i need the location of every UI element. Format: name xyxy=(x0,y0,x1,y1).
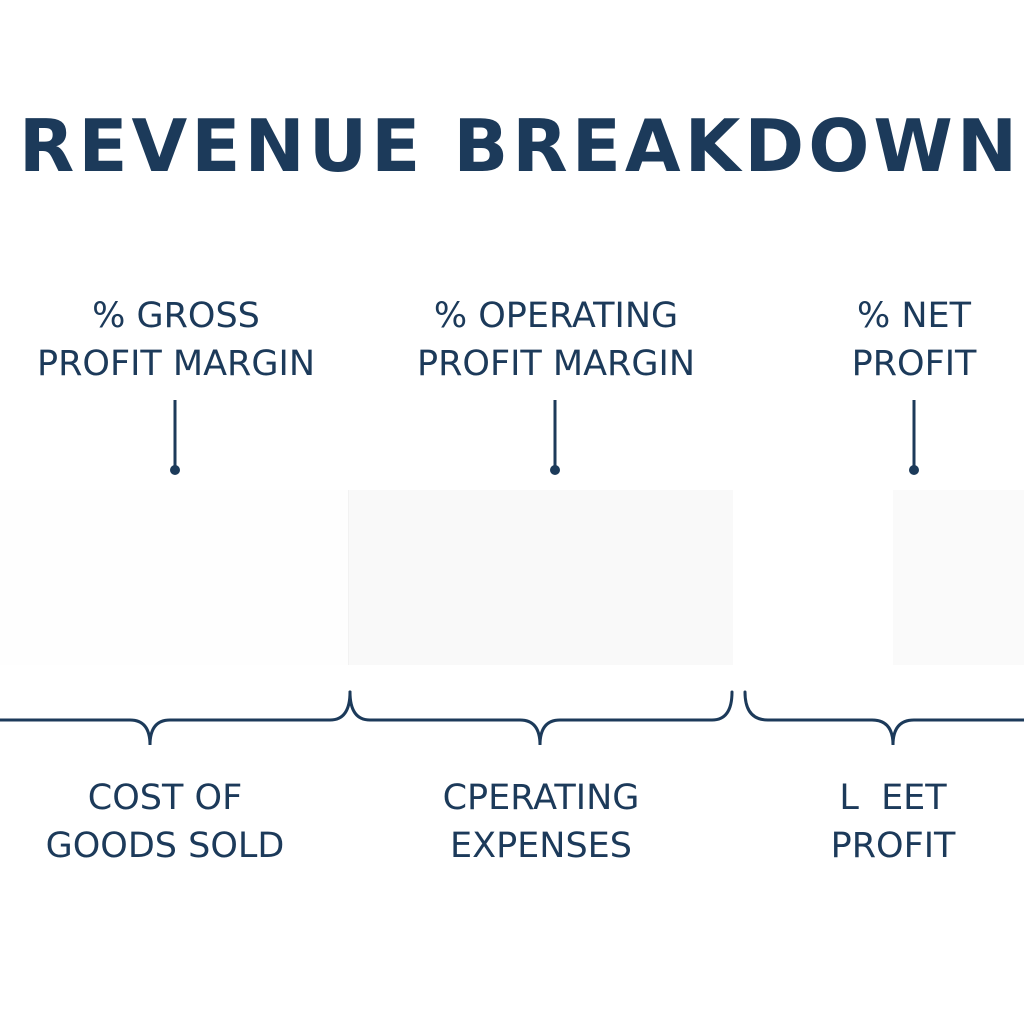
net-profit-label: % NET PROFIT xyxy=(852,292,977,388)
operating-profit-margin-label-line2: PROFIT MARGIN xyxy=(416,344,696,384)
operating-profit-margin-label: % OPERATING PROFIT MARGIN xyxy=(417,292,695,388)
segment-braces xyxy=(0,690,1024,746)
cost-of-goods-brace xyxy=(0,690,352,746)
operating-margin-pointer-line xyxy=(553,400,557,468)
gross-profit-margin-label: % GROSS PROFIT MARGIN xyxy=(37,292,315,388)
net-profit-bottom-label-line2: PROFIT xyxy=(830,826,956,866)
operating-expenses-label-line2: EXPENSES xyxy=(449,826,633,866)
gross-profit-margin-label-line1: % GROSS xyxy=(92,296,260,336)
net-profit-brace xyxy=(743,690,1024,746)
cost-of-goods-sold-label-line2: GOODS SOLD xyxy=(45,826,285,866)
operating-profit-margin-label-line1: % OPERATING xyxy=(433,296,679,336)
operating-expenses-label-line1: CPERATING xyxy=(442,778,640,818)
gross-margin-pointer-dot xyxy=(170,465,180,475)
operating-expenses-segment xyxy=(348,490,733,665)
net-profit-label-line2: PROFIT xyxy=(851,344,977,384)
operating-expenses-label: CPERATING EXPENSES xyxy=(443,774,640,870)
gross-profit-margin-label-line2: PROFIT MARGIN xyxy=(36,344,316,384)
net-profit-segment xyxy=(893,490,1024,665)
net-profit-bottom-label: L EET PROFIT xyxy=(831,774,956,870)
diagram-title: REVENUE BREAKDOWN xyxy=(18,104,1022,188)
cost-of-goods-segment xyxy=(0,490,348,665)
operating-margin-pointer-dot xyxy=(550,465,560,475)
net-profit-pointer-dot xyxy=(909,465,919,475)
net-profit-label-line1: % NET xyxy=(856,296,972,336)
net-profit-pointer-line xyxy=(912,400,916,468)
net-profit-bottom-label-line1: L EET xyxy=(839,778,947,818)
cost-of-goods-sold-label-line1: COST OF xyxy=(87,778,243,818)
gross-margin-pointer-line xyxy=(173,400,177,468)
cost-of-goods-sold-label: COST OF GOODS SOLD xyxy=(46,774,285,870)
operating-expenses-brace xyxy=(348,690,734,746)
